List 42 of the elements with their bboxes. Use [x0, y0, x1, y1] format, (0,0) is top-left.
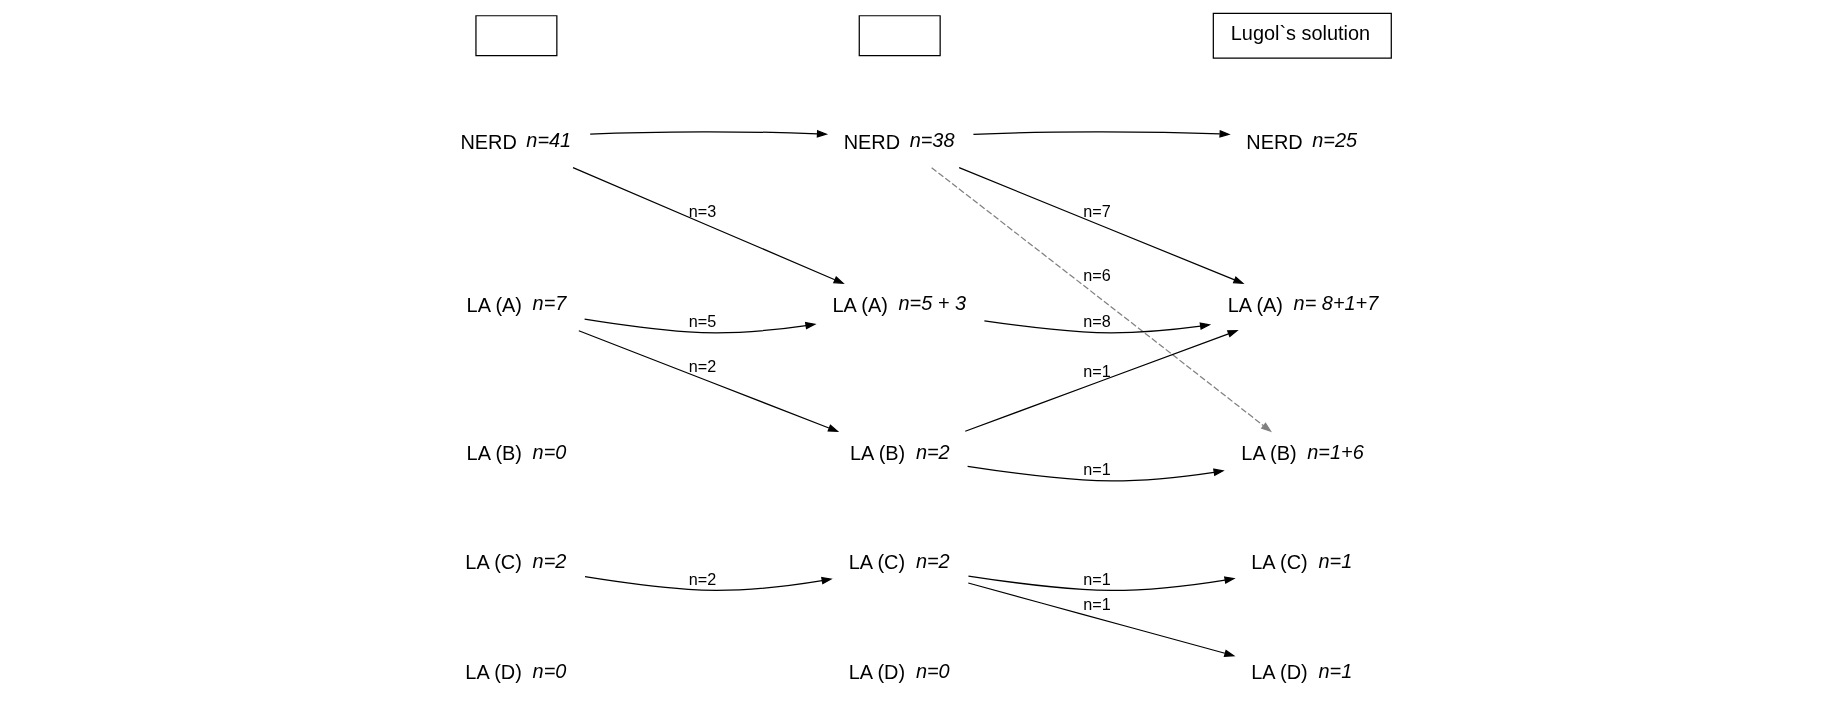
node-text: LA (C) n=2: [464, 550, 566, 574]
node-text: LA (D) n=1: [1250, 659, 1352, 683]
node-text: NERD n=25: [1245, 129, 1357, 153]
node-text: LA (B) n=1+6: [1240, 440, 1364, 464]
arrow: [967, 582, 1235, 657]
arrow: [964, 330, 1239, 432]
node-text: LA (A) n= 8+1+7: [1227, 292, 1378, 316]
arrow: [966, 465, 1225, 482]
node-text: NERD n=41: [459, 129, 571, 153]
arrow: [577, 330, 839, 432]
edge-label: n=5: [688, 312, 716, 331]
node-text: LA (C) n=1: [1250, 550, 1352, 574]
arrow: [972, 130, 1231, 138]
edge-label: n=1: [1082, 569, 1111, 588]
edge-label: n=7: [1082, 201, 1111, 220]
node-text: LA (D) n=0: [464, 659, 566, 683]
edge-label: n=3: [688, 201, 716, 220]
node-text: LA (A) n=7: [466, 292, 566, 316]
arrow: [983, 320, 1211, 334]
node-box: Lugol`s solution: [1212, 12, 1392, 59]
arrow: [958, 167, 1245, 284]
edge-label: n=2: [688, 357, 716, 376]
node-text: LA (B) n=2: [849, 440, 950, 464]
arrow: [583, 318, 817, 334]
arrow: [583, 576, 833, 591]
arrow: [571, 167, 845, 284]
node-text: LA (A) n=5 + 3: [832, 292, 966, 316]
arrow: [589, 129, 828, 138]
node-text: NERD n=38: [843, 129, 955, 153]
edge-label: n=1: [1082, 460, 1111, 479]
node-box: [474, 15, 557, 57]
node-text: LA (D) n=0: [848, 659, 950, 683]
arrow: [930, 167, 1272, 433]
node-text: LA (B) n=0: [466, 440, 566, 464]
edge-label: n=1: [1082, 594, 1111, 613]
arrow: [967, 575, 1236, 591]
edge-label: n=8: [1082, 312, 1111, 331]
edge-label: n=1: [1082, 362, 1111, 381]
edge-label: n=6: [1082, 266, 1111, 285]
node-text: LA (C) n=2: [848, 550, 950, 574]
node-box: [858, 15, 941, 57]
edge-label: n=2: [688, 569, 716, 588]
